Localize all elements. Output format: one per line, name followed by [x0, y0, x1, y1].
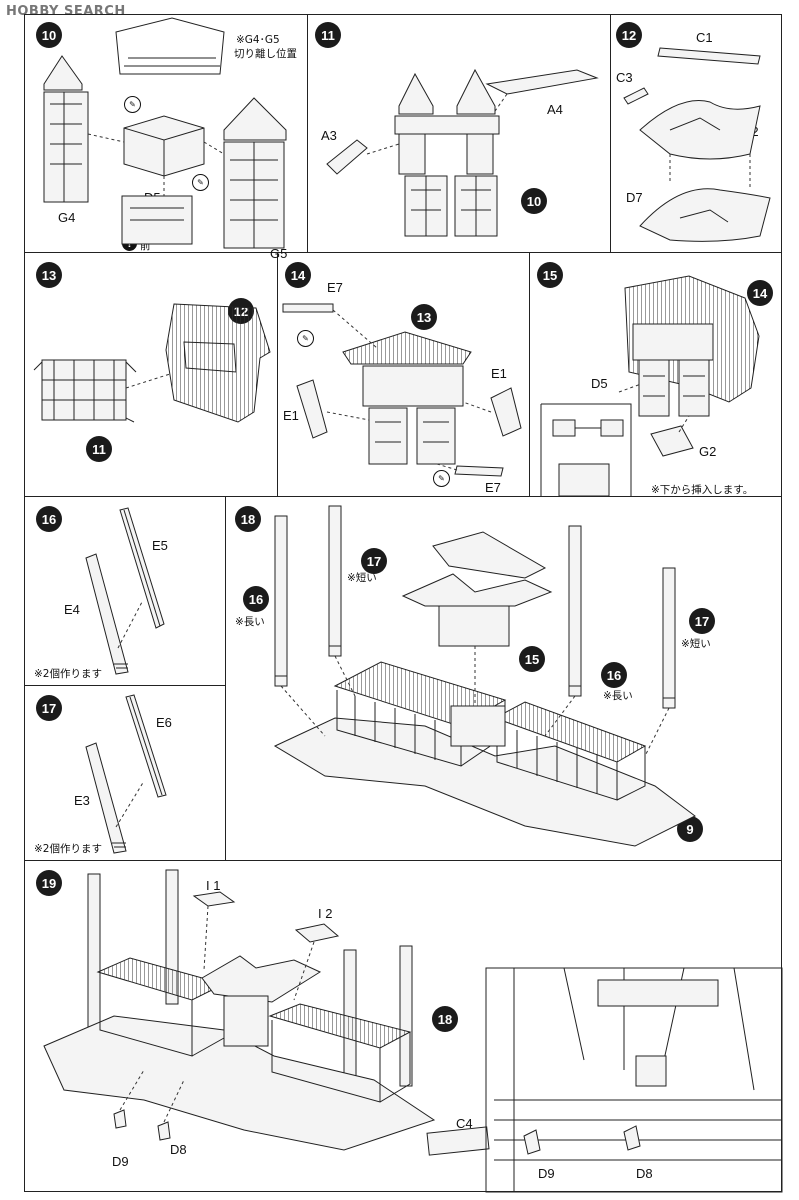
long-note: ※長い — [603, 690, 633, 702]
step-18-badge: 18 — [235, 506, 261, 532]
step-ref-14: 14 — [747, 280, 773, 306]
step-ref-16: 16 — [243, 586, 269, 612]
step-ref-13: 13 — [411, 304, 437, 330]
step-17-drawing — [24, 685, 225, 860]
step-16-panel: 16 E5 E4 ※2個作ります — [24, 496, 225, 685]
step-15-note: ※下から挿入します。 — [651, 484, 754, 496]
row-divider-1 — [24, 252, 782, 253]
part-label-i2: I 2 — [318, 906, 333, 921]
step-13-badge: 13 — [36, 262, 62, 288]
step-13-drawing — [24, 252, 277, 496]
front-note: 前 — [140, 240, 151, 252]
part-label-e5: E5 — [152, 538, 168, 553]
long-note: ※長い — [235, 616, 265, 628]
col-divider-10-11 — [307, 14, 308, 252]
short-note: ※短い — [681, 638, 711, 650]
part-label-d7: D7 — [626, 190, 643, 205]
part-label-e1: E1 — [491, 366, 507, 381]
step-ref-10: 10 — [521, 188, 547, 214]
part-label-d8: D8 — [170, 1142, 187, 1157]
step-18-drawing — [225, 496, 782, 860]
step-10-note-2: 切り離し位置 — [234, 48, 297, 60]
step-16-badge: 16 — [36, 506, 62, 532]
part-label-c3: C3 — [616, 70, 633, 85]
part-label-g4: G4 — [58, 210, 76, 225]
step-10-badge: 10 — [36, 22, 62, 48]
part-label-e7: E7 — [485, 480, 501, 495]
row-divider-16-17 — [24, 685, 225, 686]
step-17-badge: 17 — [36, 695, 62, 721]
step-13-panel: 13 12 11 — [24, 252, 277, 496]
step-12-panel: 12 C1 C3 C2 D7 — [610, 14, 782, 252]
glue-icon: ✎ — [192, 174, 209, 191]
part-label-d9: D9 — [112, 1154, 129, 1169]
part-label-e1: E1 — [283, 408, 299, 423]
part-label-d8: D8 — [636, 1166, 653, 1181]
watermark: HOBBY SEARCH — [6, 4, 126, 19]
step-17-note: ※2個作ります — [34, 843, 102, 855]
glue-icon: ✎ — [124, 96, 141, 113]
step-14-badge: 14 — [285, 262, 311, 288]
step-ref-17: 17 — [689, 608, 715, 634]
step-16-drawing — [24, 496, 225, 685]
part-label-c1: C1 — [696, 30, 713, 45]
part-label-e6: E6 — [156, 715, 172, 730]
step-16-note: ※2個作ります — [34, 668, 102, 680]
step-12-badge: 12 — [616, 22, 642, 48]
step-19-badge: 19 — [36, 870, 62, 896]
step-19-panel: 19 I 1 I 2 C4 D9 D8 D9 D8 18 — [24, 860, 782, 1192]
step-10-drawing — [24, 14, 307, 252]
step-10-note-1: ※G4･G5 — [236, 34, 280, 46]
part-label-e7: E7 — [327, 280, 343, 295]
part-label-c4: C4 — [456, 1116, 473, 1131]
glue-icon: ✎ — [433, 470, 450, 487]
step-12-drawing — [610, 14, 782, 252]
part-label-g2: G2 — [699, 444, 717, 459]
part-label-a4: A4 — [547, 102, 563, 117]
step-10-panel: 10 ※G4･G5 切り離し位置 G4 D5 G5 ! 前 ✎ ✎ — [24, 14, 307, 261]
col-divider-11-12 — [610, 14, 611, 252]
col-divider-13-14 — [277, 252, 278, 496]
step-14-drawing — [277, 252, 529, 496]
step-18-panel: 18 17 ※短い 16 ※長い 15 16 ※長い 17 ※短い 9 — [225, 496, 782, 860]
short-note: ※短い — [347, 572, 377, 584]
part-label-g5: G5 — [270, 246, 288, 261]
step-11-badge: 11 — [315, 22, 341, 48]
part-label-i1: I 1 — [206, 878, 221, 893]
part-label-d9: D9 — [538, 1166, 555, 1181]
step-15-panel: 15 14 D5 G2 ※下から挿入します。 — [529, 252, 782, 496]
step-ref-15: 15 — [519, 646, 545, 672]
row-divider-3 — [24, 860, 782, 861]
step-15-drawing — [529, 252, 782, 496]
step-14-panel: 14 E7 E1 E1 E7 13 ✎ ✎ — [277, 252, 529, 496]
outer-frame — [24, 14, 782, 1192]
step-ref-16: 16 — [601, 662, 627, 688]
col-divider-14-15 — [529, 252, 530, 496]
step-ref-17: 17 — [361, 548, 387, 574]
step-11-panel: 11 A3 A4 10 — [307, 14, 610, 252]
row-divider-2 — [24, 496, 782, 497]
glue-icon: ✎ — [297, 330, 314, 347]
part-label-e3: E3 — [74, 793, 90, 808]
step-15-badge: 15 — [537, 262, 563, 288]
step-17-panel: 17 E6 E3 ※2個作ります — [24, 685, 225, 860]
step-ref-18: 18 — [432, 1006, 458, 1032]
col-divider-left-18 — [225, 496, 226, 860]
step-19-drawing — [24, 860, 782, 1192]
part-label-e4: E4 — [64, 602, 80, 617]
step-11-drawing — [307, 14, 610, 252]
part-label-d5: D5 — [591, 376, 608, 391]
part-label-a3: A3 — [321, 128, 337, 143]
step-ref-11: 11 — [86, 436, 112, 462]
